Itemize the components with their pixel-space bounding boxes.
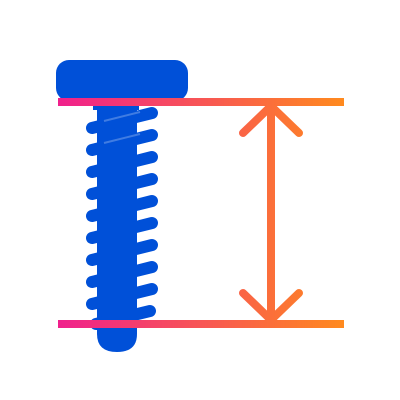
- thread-9: [86, 283, 158, 310]
- arrow-head-up: [239, 102, 303, 137]
- thread-7: [86, 239, 158, 266]
- thread-6: [86, 217, 158, 244]
- thread-5: [86, 195, 158, 222]
- thread-2: [86, 129, 158, 156]
- screw-head: [56, 60, 188, 101]
- thread-8: [86, 261, 158, 288]
- thread-highlights: [103, 111, 141, 144]
- double-arrow-icon: [239, 102, 303, 324]
- thread-1: [86, 107, 158, 134]
- measurement-guides: [58, 98, 344, 328]
- arrow-head-down: [239, 289, 303, 324]
- thread-3: [86, 151, 158, 178]
- thread-4: [86, 173, 158, 200]
- screw-threads: [86, 107, 158, 330]
